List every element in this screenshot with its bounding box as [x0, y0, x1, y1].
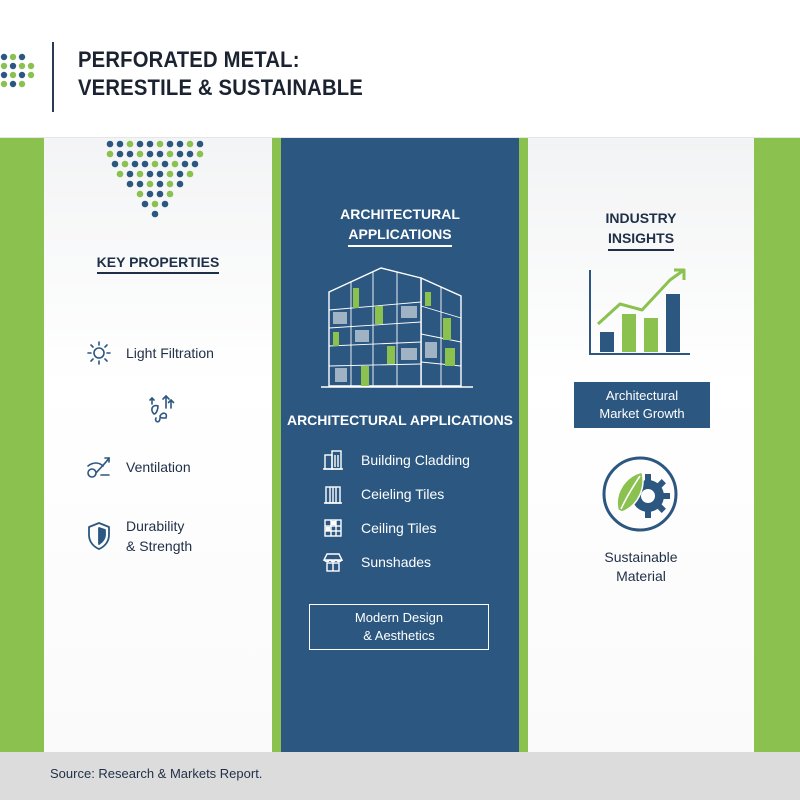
application-label: Ceiling Tiles	[361, 520, 437, 536]
application-label: Sunshades	[361, 554, 432, 570]
applications-heading-line-1: ARCHITECTURAL	[340, 206, 460, 222]
building-icon	[321, 448, 345, 472]
application-label: Building Cladding	[361, 452, 470, 468]
applications-subheading: ARCHITECTURAL APPLICATIONS	[286, 412, 514, 428]
airflow-icon	[84, 452, 114, 482]
architectural-applications-panel: ARCHITECTURAL APPLICATIONS	[281, 138, 519, 752]
property-label-line-1: Durability	[126, 518, 185, 534]
application-ceiling-tiles: Ceiling Tiles	[321, 516, 436, 540]
sustainable-line-2: Material	[616, 568, 666, 584]
market-growth-badge: Architectural Market Growth	[574, 382, 710, 428]
market-growth-line-2: Market Growth	[599, 406, 685, 421]
key-properties-panel: KEY PROPERTIES Light Filtration	[44, 138, 272, 752]
property-ventilation: Ventilation	[84, 452, 191, 482]
perforation-logo-icon	[0, 53, 35, 88]
modern-design-button[interactable]: Modern Design & Aesthetics	[309, 604, 489, 650]
sun-icon	[84, 338, 114, 368]
perforation-pattern-icon	[106, 140, 204, 218]
property-durability: Durability & Strength	[84, 516, 192, 556]
property-label: Ventilation	[126, 459, 191, 475]
source-text: Source: Research & Markets Report.	[50, 766, 263, 781]
insights-heading-line-1: INDUSTRY	[605, 210, 677, 226]
insights-heading: INDUSTRY INSIGHTS	[528, 208, 754, 251]
header: PERFORATED METAL: VERESTILE & SUSTAINABL…	[0, 0, 800, 138]
property-label: Durability & Strength	[126, 516, 192, 556]
applications-heading-line-2: APPLICATIONS	[348, 224, 452, 247]
application-ceieling-tiles: Ceieling Tiles	[321, 482, 444, 506]
growth-chart-icon	[589, 268, 690, 355]
industry-insights-panel: INDUSTRY INSIGHTS Architectural Market G…	[528, 138, 754, 752]
application-sunshades: Sunshades	[321, 550, 431, 574]
application-building-cladding: Building Cladding	[321, 448, 470, 472]
page-title: PERFORATED METAL: VERESTILE & SUSTAINABL…	[78, 46, 388, 102]
sustainable-line-1: Sustainable	[604, 549, 678, 565]
key-properties-heading: KEY PROPERTIES	[44, 254, 272, 274]
building-illustration-icon	[321, 267, 473, 388]
shield-icon	[84, 521, 114, 551]
content-area: KEY PROPERTIES Light Filtration	[0, 138, 800, 752]
footer: Source: Research & Markets Report.	[0, 752, 800, 800]
property-light-filtration: Light Filtration	[84, 338, 214, 368]
applications-heading: ARCHITECTURAL APPLICATIONS	[281, 204, 519, 247]
modern-design-line-1: Modern Design	[354, 610, 444, 625]
leaf-gear-icon	[602, 456, 678, 532]
title-line-1: PERFORATED METAL:	[78, 47, 300, 72]
key-properties-heading-text: KEY PROPERTIES	[96, 254, 220, 274]
property-label-line-2: & Strength	[126, 538, 193, 554]
market-growth-line-1: Architectural	[605, 388, 679, 403]
grid-tiles-icon	[321, 516, 345, 540]
building-columns-icon	[321, 482, 345, 506]
awning-icon	[321, 550, 345, 574]
property-label: Light Filtration	[126, 345, 214, 361]
fan-airflow-icon	[149, 394, 175, 423]
insights-heading-line-2: INSIGHTS	[607, 228, 675, 251]
application-label: Ceieling Tiles	[361, 486, 445, 502]
sustainable-material-label: Sustainable Material	[528, 548, 754, 586]
modern-design-line-2: & Aesthetics	[363, 628, 435, 643]
title-line-2: VERESTILE & SUSTAINABLE	[78, 75, 363, 100]
header-divider	[52, 42, 54, 112]
